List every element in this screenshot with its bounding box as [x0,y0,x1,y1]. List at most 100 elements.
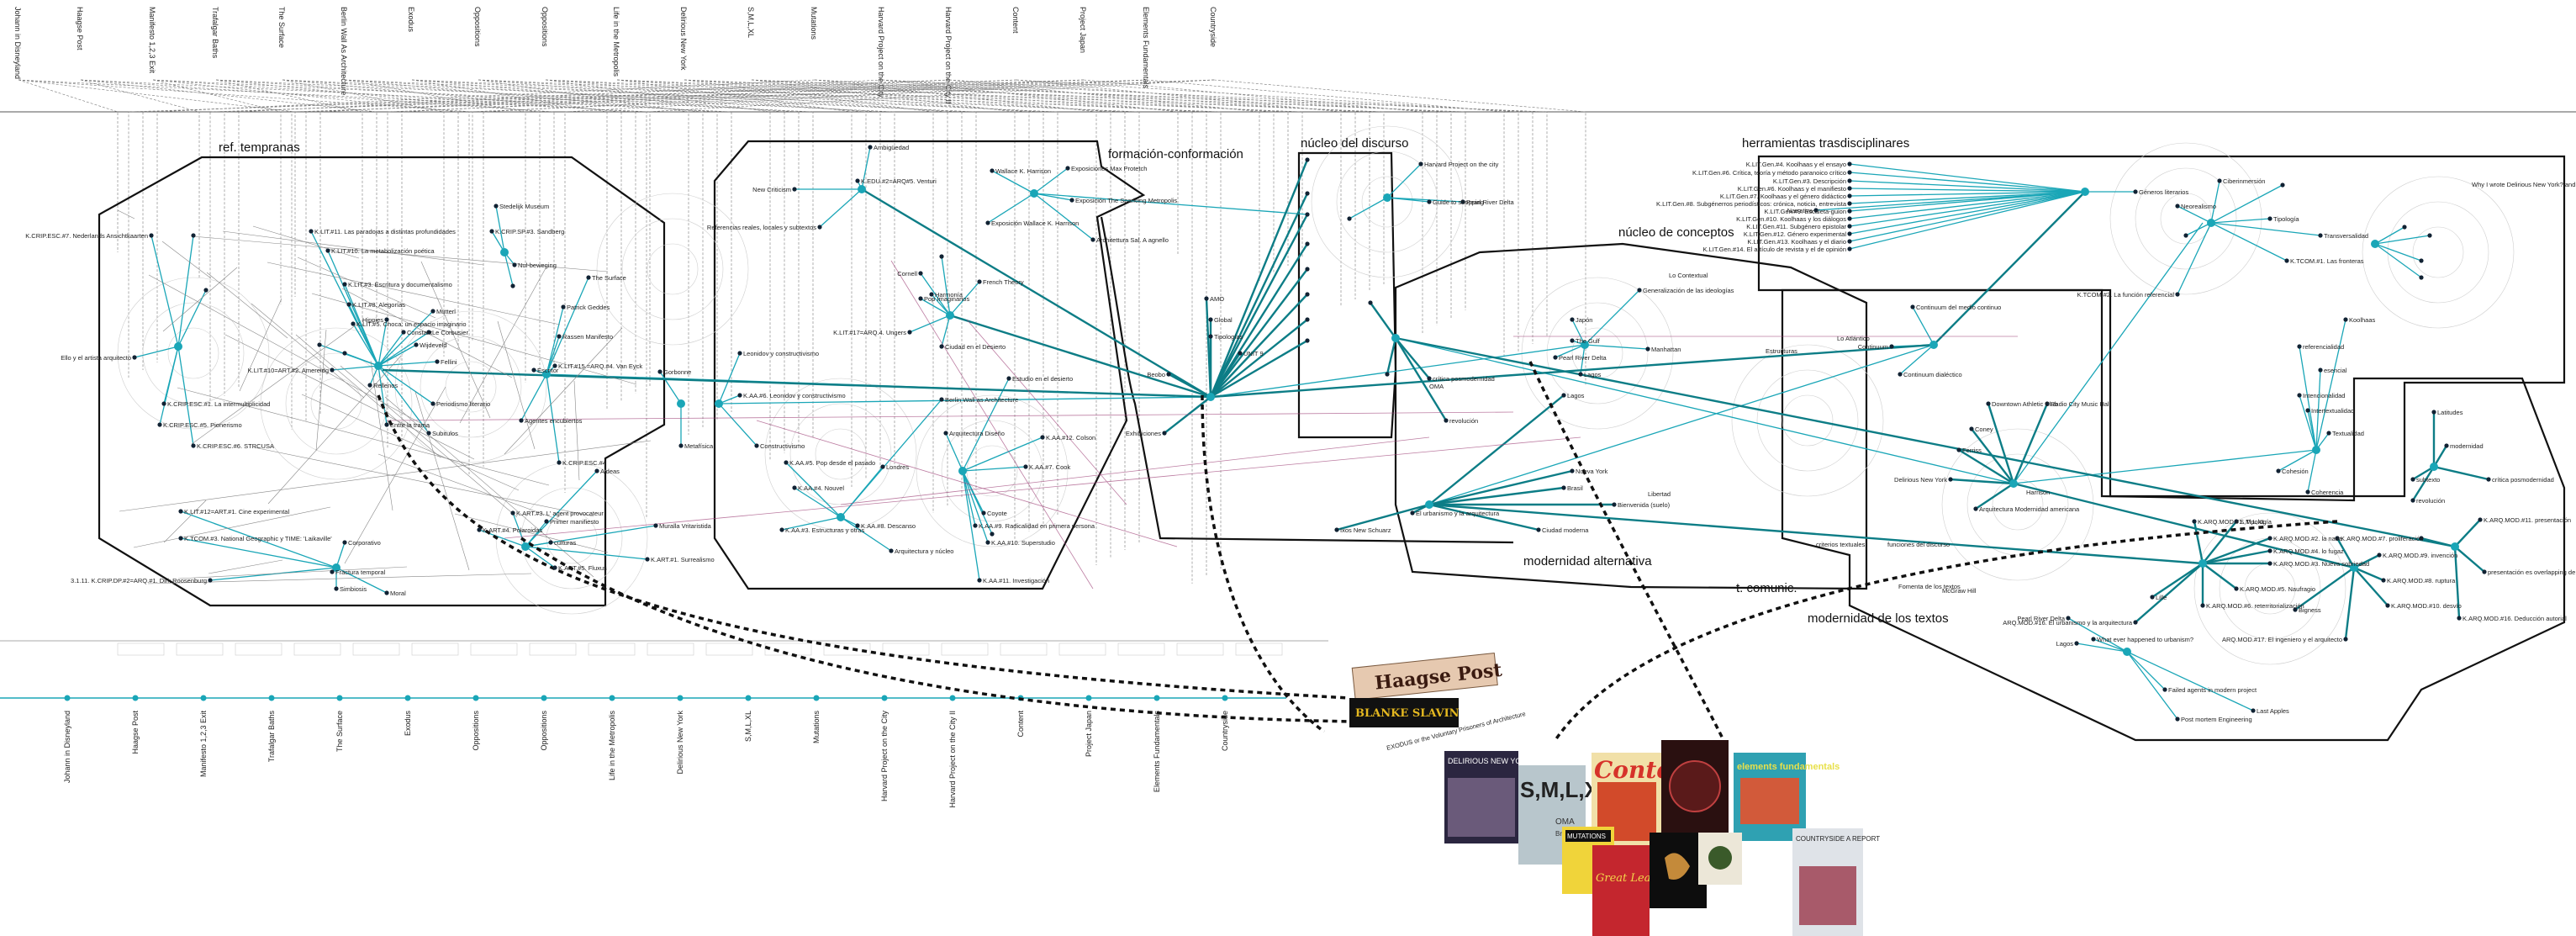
spoke [2413,467,2434,500]
node-label: revolución [1449,417,1478,425]
timeline-box [765,643,811,655]
cross-link [950,315,1211,397]
node-label: Generalización de las ideologías [1643,287,1734,294]
leaf-node [512,262,516,267]
faint-ring [420,336,521,437]
grey-link [267,262,560,325]
leaf-node [1069,198,1074,202]
faint-ring [2135,168,2236,269]
magenta-link [841,437,1429,505]
node-label: K.TCOM.#1. Las fronteras [2290,257,2364,265]
spoke [1211,294,1307,397]
bottom-title-15: Project Japan [1085,711,1093,757]
leaf-node [548,540,552,544]
leaf-node [985,220,990,225]
leaf-node [342,282,346,286]
node-label: Arquitectura Modernidad americana [1979,505,2080,513]
node-label: Lille [2156,594,2167,601]
hub-node [2430,463,2438,471]
cross-link [1396,338,2455,547]
node-label: K.ART.#4. Polaroidas [483,526,542,534]
node-label: Bigness [2299,606,2321,614]
top-title-12: Mutations [810,7,818,40]
spoke [2455,547,2484,572]
hub-node [677,399,685,408]
top-dash-line [282,80,621,401]
faint-ring [521,488,622,589]
node-label: Pearl River Delta [1559,354,1607,362]
grey-link [225,335,474,459]
leaf-node [1910,304,1914,309]
spoke [1211,160,1307,397]
timeline-box [1118,643,1164,655]
hub-node [858,185,866,193]
leaf-node [1847,170,1851,174]
top-title-17: Elements Fundamentals [1142,7,1150,89]
timeline-box [294,643,340,655]
node-label: K.ARQ.MOD.#9. invención [2383,552,2457,559]
leaf-node [2234,586,2238,590]
leaf-node [985,540,990,544]
top-title-18: Countryside [1209,7,1217,47]
spoke [378,345,416,366]
node-label: K.AA.#6. Leonidov y constructivismo [743,392,846,399]
leaf-node [149,233,153,237]
leaf-node [2457,616,2461,620]
grey-link [415,392,469,570]
cover-dark-circle [1661,740,1729,834]
node-label: Cohesión [2282,468,2309,475]
grey-link [209,560,282,574]
top-title-2: Manifesto 1,2,3 Exit [148,7,156,74]
leaf-node [1410,510,1414,515]
spoke [1850,192,2085,226]
node-label: crítica posmodernidad [2492,476,2554,484]
leaf-node [2486,477,2490,481]
bottom-dot [678,695,684,701]
spoke [2211,181,2220,223]
leaf-node [1570,338,1574,342]
top-dash-line [546,80,1125,550]
leaf-node [309,229,313,233]
bottom-title-11: Mutations [812,711,821,744]
leaf-node [1427,199,1431,204]
spoke [2299,395,2316,450]
leaf-node [1334,527,1338,531]
spoke [2211,223,2320,235]
top-title-10: Delirious New York [679,7,688,71]
bottom-title-9: Delirious New York [676,711,684,775]
top-dash-line [949,80,1437,325]
node-label: Primer manifiesto [550,518,599,526]
timeline-box [1059,643,1106,655]
cross-link [1396,338,2014,484]
hub-node [2451,542,2459,551]
leaf-node [2427,233,2431,237]
node-label: K.CRIP.ESC.#1. La intermultiplicidad [167,400,270,408]
node-label: Referencias reales, locales y subtextos [707,224,816,231]
node-label: K.LIT.#8. Alegorías [352,301,405,309]
bottom-title-16: Elements Fundamentals [1153,711,1161,793]
cover-haagse-post: Haagse Post [1352,653,1504,700]
leaf-node [1305,267,1309,271]
bottom-dot [814,695,820,701]
bottom-title-5: Exodus [404,711,412,737]
bottom-dot [405,695,411,701]
leaf-node [2343,317,2347,321]
leaf-node [1956,447,1961,452]
node-label: esencial [2324,367,2347,374]
node-label: K.LIT.Gen.#12. Género experimental [1744,230,1846,238]
timeline-box [942,643,988,655]
node-label: Continuum del medio continuo [1916,304,2001,311]
top-dash-line [153,80,281,304]
node-label: New Criticism [752,186,791,193]
node-label: Failed agents in modern project [2168,686,2257,694]
leaf-node [342,540,346,544]
leaf-node [990,531,994,536]
node-label: Coney [1975,426,1993,433]
node-label: Corporativo [348,539,381,547]
grey-link [251,304,364,398]
leaf-node [191,443,195,447]
node-label: Fractura temporal [335,568,386,576]
node-label: K.ARQ.MOD.#8. ruptura [2387,577,2456,584]
node-label: Bienvenida (suelo) [1618,501,1671,509]
node-label: Ciudad moderna [1542,526,1589,534]
